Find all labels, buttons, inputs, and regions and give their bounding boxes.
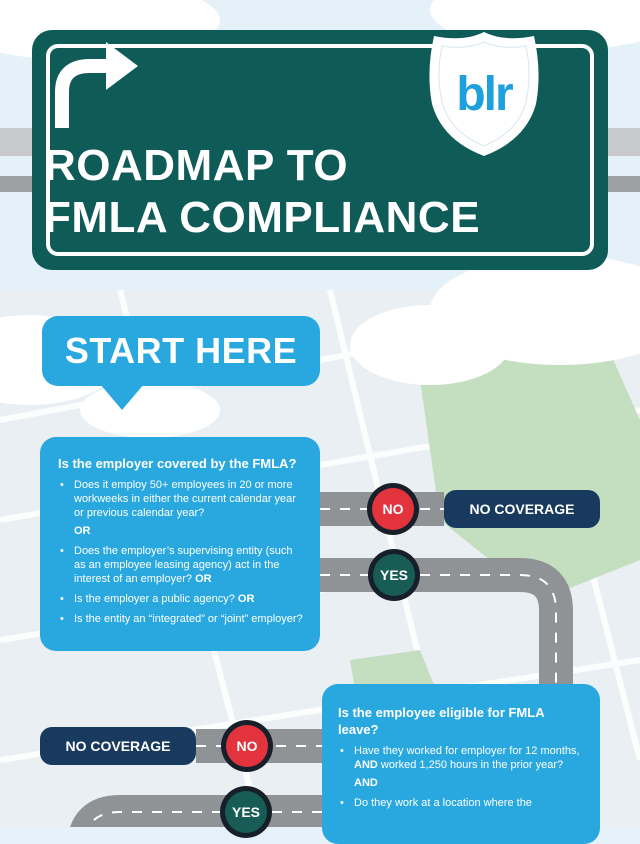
question-1-item-2-or: OR xyxy=(195,573,212,585)
question-employer-covered: Is the employer covered by the FMLA? Doe… xyxy=(40,437,320,651)
question-2-list: Have they worked for employer for 12 mon… xyxy=(338,744,584,772)
question-1-list-2: Does the employer’s supervising entity (… xyxy=(58,544,304,626)
sign-title-line-1: ROADMAP TO xyxy=(44,141,349,190)
sign-title-line-2: FMLA COMPLIANCE xyxy=(44,193,481,242)
question-2-title: Is the employee eligible for FMLA leave? xyxy=(338,705,545,737)
question-employee-eligible: Is the employee eligible for FMLA leave?… xyxy=(322,684,600,844)
yes-traffic-light-2: YES xyxy=(220,786,272,838)
question-1-item-2-text: Does the employer’s supervising entity (… xyxy=(74,545,293,585)
start-here-bubble: START HERE xyxy=(42,316,320,386)
question-1-item-3: Is the employer a public agency? OR xyxy=(58,592,304,606)
question-1-or: OR xyxy=(74,525,91,537)
yes-label-2: YES xyxy=(225,791,267,833)
turn-right-arrow-icon xyxy=(55,42,138,128)
question-1-item-4: Is the entity an “integrated” or “joint”… xyxy=(58,612,304,626)
shield-icon: blr xyxy=(429,32,539,156)
question-1-title: Is the employer covered by the FMLA? xyxy=(58,456,297,471)
no-traffic-light-1: NO xyxy=(367,483,419,535)
no-label-1: NO xyxy=(372,488,414,530)
question-2-and: AND xyxy=(354,777,378,789)
question-1-list: Does it employ 50+ employees in 20 or mo… xyxy=(58,478,304,520)
question-1-item-1: Does it employ 50+ employees in 20 or mo… xyxy=(58,478,304,520)
question-1-item-3-or: OR xyxy=(237,593,255,605)
question-2-item-2: Do they work at a location where the xyxy=(338,796,584,810)
no-traffic-light-2: NO xyxy=(221,720,273,772)
question-2-item-1-a: Have they worked for employer for 12 mon… xyxy=(354,745,580,757)
no-coverage-badge-2: NO COVERAGE xyxy=(40,727,196,765)
yes-label-1: YES xyxy=(373,554,415,596)
question-2-item-1-b: worked 1,250 hours in the prior year? xyxy=(380,759,564,771)
question-2-list-2: Do they work at a location where the xyxy=(338,796,584,810)
yes-traffic-light-1: YES xyxy=(368,549,420,601)
start-here-tail xyxy=(100,384,144,410)
no-coverage-badge-1: NO COVERAGE xyxy=(444,490,600,528)
logo-text: blr xyxy=(456,68,513,121)
sign-title: ROADMAP TO FMLA COMPLIANCE xyxy=(44,140,480,244)
question-2-item-1: Have they worked for employer for 12 mon… xyxy=(338,744,584,772)
no-label-2: NO xyxy=(226,725,268,767)
question-1-item-2: Does the employer’s supervising entity (… xyxy=(58,544,304,586)
sign-border xyxy=(46,44,594,256)
question-2-item-1-and: AND xyxy=(354,759,378,771)
question-1-item-3-text: Is the employer a public agency? xyxy=(74,593,235,605)
